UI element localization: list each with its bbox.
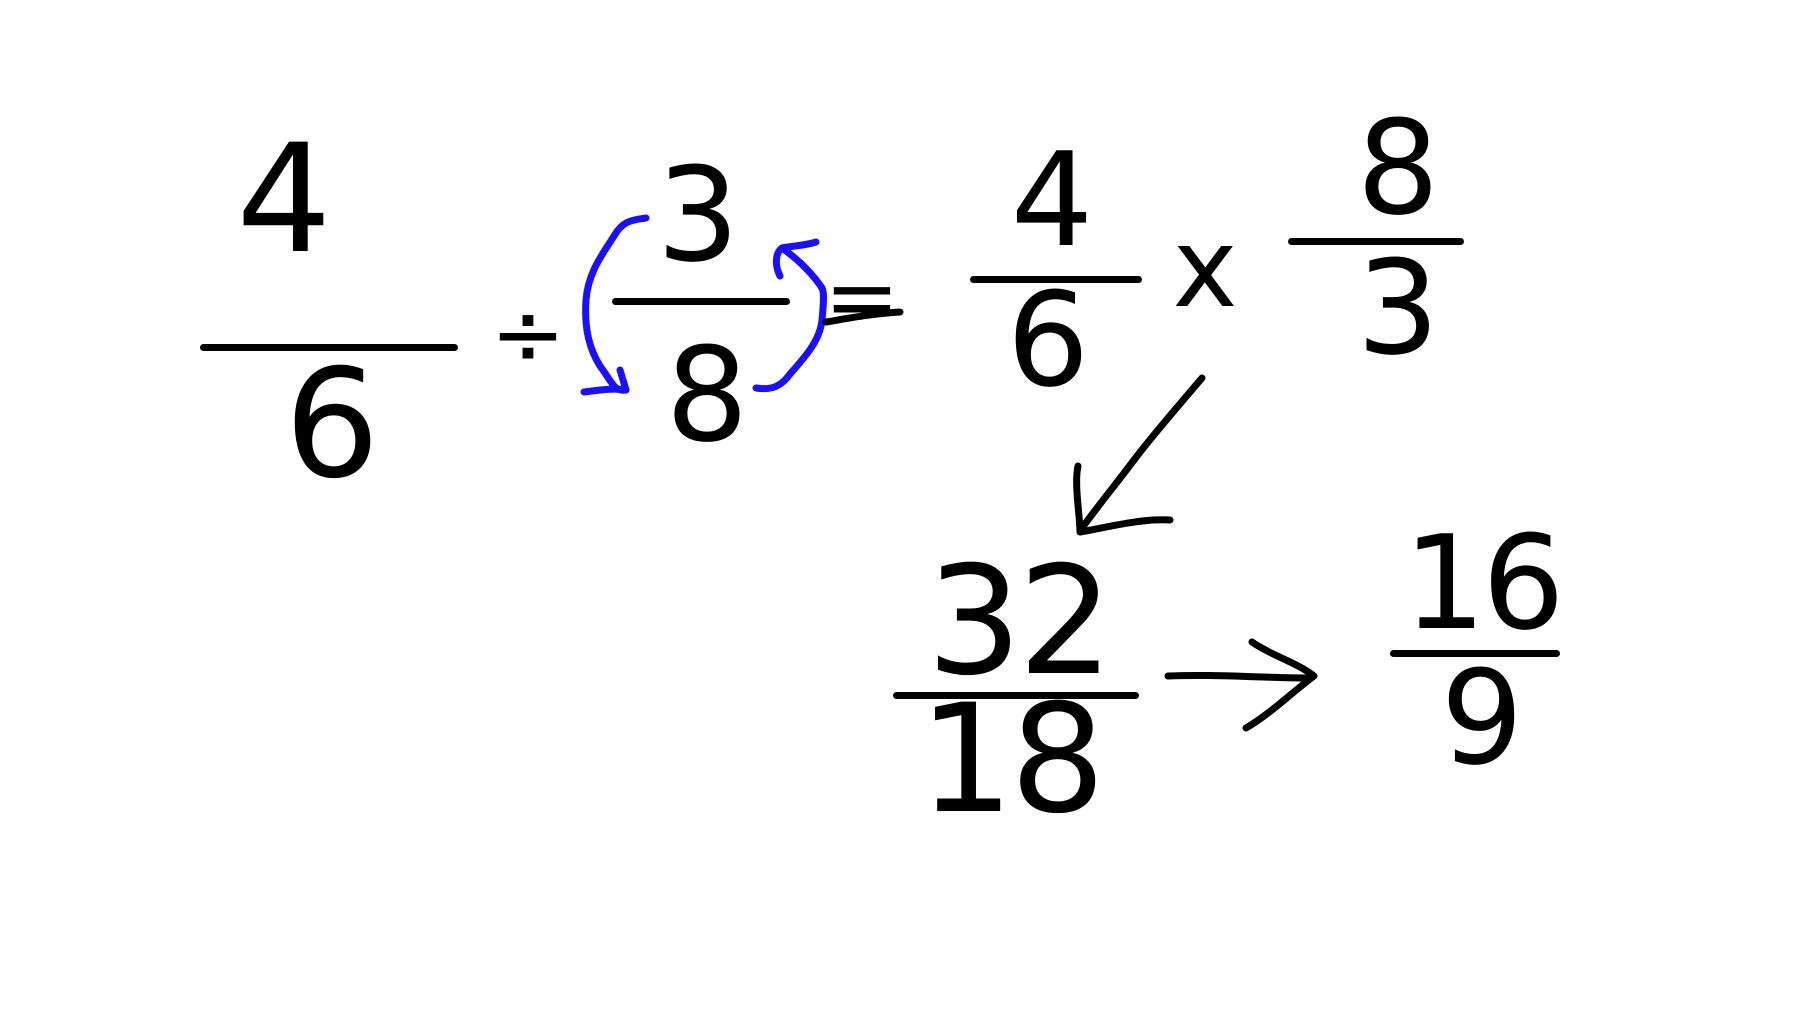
fraction-a-numerator: 4 <box>236 113 331 287</box>
fraction-c-numerator: 4 <box>1010 124 1094 276</box>
fraction-a-denominator: 6 <box>284 338 379 512</box>
fraction-c-denominator: 6 <box>1006 264 1090 416</box>
flip-arrows-icon <box>580 214 827 396</box>
fraction-f-numerator: 16 <box>1403 507 1564 659</box>
fraction-f-denominator: 9 <box>1440 642 1524 794</box>
fraction-b-denominator: 8 <box>665 319 749 471</box>
fraction-d-denominator: 3 <box>1356 232 1440 384</box>
connector-stroke <box>822 308 904 326</box>
divide-sign: ÷ <box>490 282 566 387</box>
equals-sign: = <box>824 245 900 350</box>
fraction-c-bar <box>970 276 1142 283</box>
fraction-e-bar <box>893 692 1139 699</box>
fraction-d-bar <box>1288 238 1464 245</box>
fraction-a-bar <box>200 344 458 351</box>
times-sign: x <box>1172 204 1238 332</box>
fraction-b-bar <box>612 298 790 305</box>
arrow-down-left-icon <box>1073 374 1206 536</box>
fraction-d-numerator: 8 <box>1356 92 1440 244</box>
fraction-f-bar <box>1390 650 1560 657</box>
fraction-b-numerator: 3 <box>656 139 740 291</box>
arrow-right-icon <box>1164 638 1318 732</box>
fraction-e-denominator: 18 <box>918 673 1106 847</box>
fraction-e-numerator: 32 <box>926 535 1114 709</box>
